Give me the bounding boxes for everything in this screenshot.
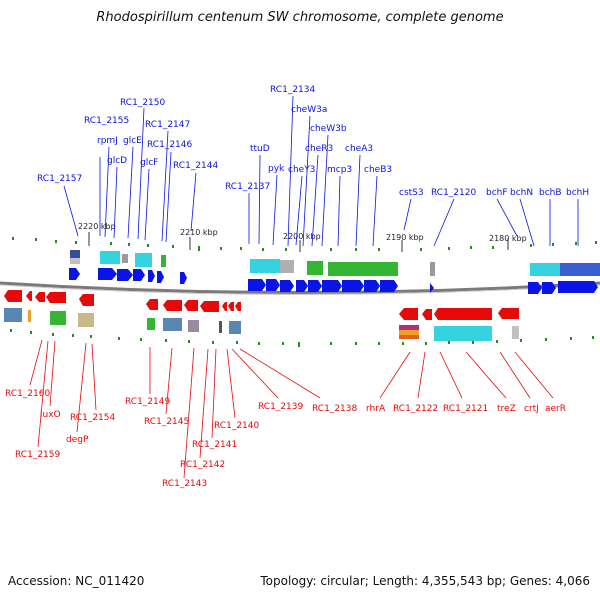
gene-label-top: cstS3: [399, 188, 424, 198]
gene-label-bottom: RC1_2143: [162, 479, 207, 489]
forward-cog-boxes: [70, 250, 600, 276]
gene-label-bottom: aerR: [545, 404, 566, 414]
gene-label-bottom: RC1_2154: [70, 413, 115, 423]
gene-label-bottom: treZ: [497, 404, 516, 414]
gene-label-top: pyk: [268, 164, 285, 174]
tick-label: 2200 kbp: [283, 232, 321, 241]
forward-genes: [69, 268, 598, 294]
accession-text: Accession: NC_011420: [8, 574, 145, 588]
gene-label-top: RC1_2147: [145, 120, 190, 130]
scale-ticks: 2220 kbp 2210 kbp 2200 kbp 2190 kbp 2180…: [78, 222, 527, 252]
reverse-genes: [4, 290, 519, 320]
gene-label-top: RC1_2137: [225, 182, 270, 192]
gene-label-top: RC1_2134: [270, 85, 315, 95]
gene-label-bottom: luxO: [40, 410, 61, 420]
tick-label: 2180 kbp: [489, 234, 527, 243]
gene-label-bottom: degP: [66, 435, 89, 445]
gene-label-top: bchB: [539, 188, 562, 198]
gene-label-bottom: rhrA: [366, 404, 386, 414]
gene-label-bottom: RC1_2141: [192, 440, 237, 450]
gene-label-top: bchN: [510, 188, 533, 198]
gene-label-bottom: RC1_2122: [393, 404, 438, 414]
gene-label-top: RC1_2120: [431, 188, 476, 198]
tick-label: 2210 kbp: [180, 228, 218, 237]
tick-label: 2190 kbp: [386, 233, 424, 242]
gene-label-top: cheR3: [305, 144, 333, 154]
gene-label-top: bchH: [566, 188, 589, 198]
gene-label-top: bchF: [486, 188, 508, 198]
gene-label-top: rpmJ: [97, 136, 118, 146]
bottom-labels: RC1_2160 luxO RC1_2159 RC1_2154 degP RC1…: [5, 389, 566, 489]
gene-label-top: cheW3b: [310, 124, 347, 134]
chromosome-backbone: [0, 281, 600, 294]
gene-label-top: ttuD: [250, 144, 270, 154]
gene-label-top: cheY3: [288, 165, 315, 175]
genome-summary-text: Topology: circular; Length: 4,355,543 bp…: [260, 574, 590, 588]
tick-label: 2220 kbp: [78, 222, 116, 231]
gene-label-bottom: RC1_2142: [180, 460, 225, 470]
gene-label-top: cheW3a: [291, 105, 327, 115]
bottom-leader-lines: [29, 339, 554, 479]
gene-label-top: glcD: [107, 156, 127, 166]
gene-label-top: mcp3: [327, 165, 352, 175]
gene-label-top: RC1_2146: [147, 140, 192, 150]
gene-label-top: cheB3: [364, 165, 392, 175]
gene-label-bottom: RC1_2138: [312, 404, 357, 414]
gene-label-bottom: RC1_2159: [15, 450, 60, 460]
map-title: Rhodospirillum centenum SW chromosome, c…: [96, 10, 504, 25]
gene-label-top: glcE: [123, 136, 142, 146]
gene-label-top: RC1_2157: [37, 174, 82, 184]
gene-label-top: RC1_2150: [120, 98, 165, 108]
gene-label-top: RC1_2155: [84, 116, 129, 126]
upper-gc-marks: [12, 237, 597, 251]
gene-label-bottom: RC1_2145: [144, 417, 189, 427]
gene-label-bottom: RC1_2160: [5, 389, 50, 399]
gene-label-bottom: crtJ: [524, 404, 539, 414]
gene-label-bottom: RC1_2139: [258, 402, 303, 412]
reverse-cog-boxes: [4, 308, 519, 341]
gene-label-top: glcF: [140, 158, 158, 168]
top-labels: RC1_2157 RC1_2155 rpmJ glcD glcE RC1_215…: [37, 85, 589, 198]
gene-label-bottom: RC1_2140: [214, 421, 259, 431]
gene-label-bottom: RC1_2149: [125, 397, 170, 407]
lower-gc-marks: [10, 329, 594, 347]
gene-label-top: cheA3: [345, 144, 373, 154]
top-leader-lines: [63, 95, 579, 247]
gene-label-top: RC1_2144: [173, 161, 218, 171]
gene-label-bottom: RC1_2121: [443, 404, 488, 414]
